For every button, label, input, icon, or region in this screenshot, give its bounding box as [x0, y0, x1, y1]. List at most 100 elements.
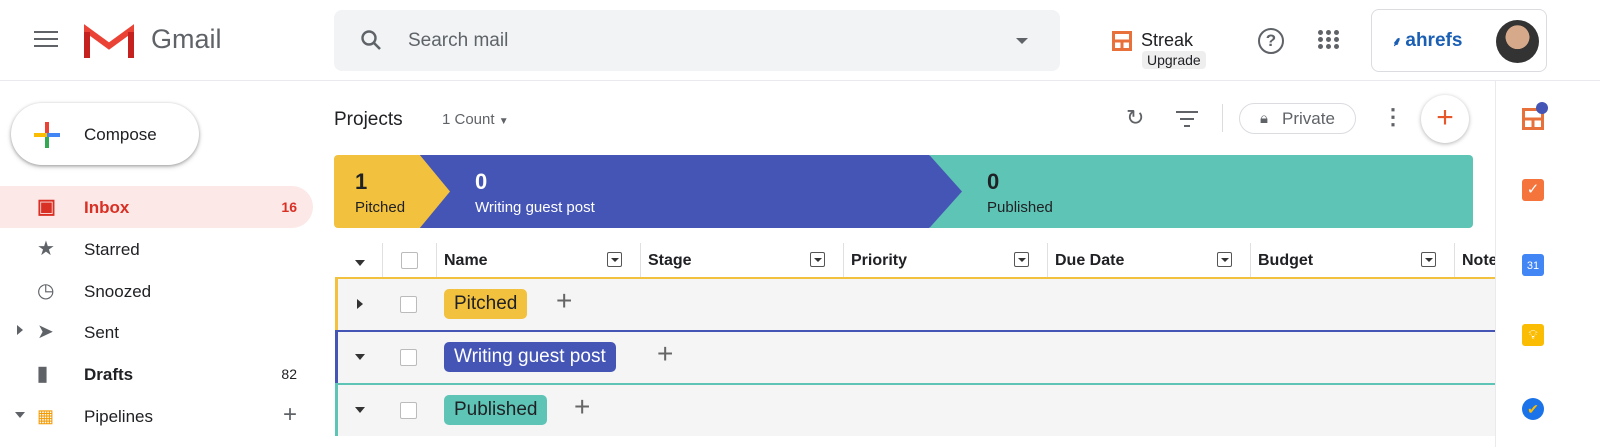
- streak-label[interactable]: Streak: [1141, 30, 1194, 50]
- draft-icon: ▮: [37, 363, 49, 385]
- add-box-plus-icon[interactable]: +: [657, 338, 674, 369]
- collapse-arrow-icon[interactable]: [15, 412, 25, 418]
- expand-arrow-icon[interactable]: [357, 299, 363, 309]
- group-row-published[interactable]: Published +: [335, 383, 1495, 436]
- page-title: Projects: [334, 109, 403, 130]
- compose-plus-icon: [34, 122, 60, 148]
- expand-arrow-icon[interactable]: [17, 325, 23, 335]
- column-header-budget[interactable]: Budget: [1251, 243, 1455, 277]
- todo-icon[interactable]: ✔: [1522, 398, 1544, 420]
- private-button[interactable]: 🔒︎ Private: [1239, 103, 1356, 134]
- refresh-icon[interactable]: ↻: [1126, 105, 1145, 130]
- row-checkbox[interactable]: [400, 296, 417, 313]
- column-menu-icon[interactable]: [1014, 252, 1029, 267]
- stage-count: 1: [355, 169, 368, 194]
- header: Gmail Search mail Streak Upgrade ? ⸙ ahr…: [0, 0, 1600, 81]
- toolbar-divider: [1222, 104, 1223, 132]
- calendar-day: 31: [1526, 260, 1540, 272]
- select-all-column: [383, 243, 437, 277]
- stage-label: Published: [987, 199, 1053, 216]
- select-all-checkbox[interactable]: [401, 252, 418, 269]
- column-menu-icon[interactable]: [607, 252, 622, 267]
- column-header-priority[interactable]: Priority: [844, 243, 1048, 277]
- search-input[interactable]: Search mail: [334, 10, 1060, 71]
- column-label: Priority: [851, 252, 908, 269]
- more-options-icon[interactable]: ⋮: [1382, 104, 1404, 129]
- streak-icon[interactable]: [1112, 31, 1132, 51]
- star-icon: ★: [37, 238, 55, 260]
- count-label: 1 Count: [442, 111, 495, 128]
- notification-dot: [1536, 102, 1548, 114]
- column-menu-icon[interactable]: [1217, 252, 1232, 267]
- streak-icon[interactable]: [1522, 108, 1544, 130]
- help-icon[interactable]: ?: [1258, 28, 1284, 54]
- column-header-stage[interactable]: Stage: [641, 243, 844, 277]
- sidebar-item-inbox[interactable]: ▣ Inbox 16: [0, 186, 313, 228]
- column-label: Name: [444, 252, 488, 269]
- column-label: Budget: [1258, 252, 1314, 269]
- sidebar-item-label: Snoozed: [84, 282, 152, 301]
- compose-button[interactable]: Compose: [11, 103, 199, 165]
- private-label: Private: [1282, 109, 1335, 128]
- compose-label: Compose: [84, 125, 157, 144]
- account-button[interactable]: ⸙ ahrefs: [1371, 9, 1547, 72]
- tasks-icon[interactable]: ✓: [1522, 179, 1544, 201]
- gmail-logo-icon[interactable]: [84, 22, 134, 60]
- group-tag: Pitched: [444, 289, 528, 319]
- lock-icon: 🔒︎: [1260, 110, 1268, 127]
- avatar[interactable]: [1496, 20, 1539, 63]
- add-box-plus-icon[interactable]: +: [556, 285, 573, 316]
- apps-grid-icon[interactable]: [1318, 30, 1340, 49]
- sidebar-item-pipelines[interactable]: ▦ Pipelines +: [0, 395, 313, 437]
- sidebar-item-sent[interactable]: ➤Sent: [0, 311, 313, 353]
- collapse-all-toggle[interactable]: [335, 243, 383, 277]
- pipelines-icon: ▦: [37, 406, 55, 426]
- row-checkbox[interactable]: [400, 402, 417, 419]
- add-box-button[interactable]: +: [1421, 95, 1469, 143]
- group-tag: Writing guest post: [444, 342, 616, 372]
- inbox-icon: ▣: [37, 196, 56, 218]
- send-icon: ➤: [37, 321, 54, 343]
- sidebar-item-starred[interactable]: ★ Starred: [0, 228, 313, 270]
- right-side-panel: ✓ 31 💡︎ ✔: [1495, 81, 1600, 447]
- search-icon[interactable]: [359, 28, 383, 52]
- search-placeholder: Search mail: [408, 30, 509, 51]
- sidebar-item-count: 82: [281, 366, 297, 382]
- column-menu-icon[interactable]: [1421, 252, 1436, 267]
- sidebar-item-count: 16: [281, 199, 297, 215]
- collapse-arrow-icon[interactable]: [355, 354, 365, 360]
- filter-icon[interactable]: [1176, 111, 1198, 127]
- add-pipeline-button[interactable]: +: [282, 401, 297, 428]
- column-header-due-date[interactable]: Due Date: [1048, 243, 1251, 277]
- column-header-notes[interactable]: Notes: [1455, 243, 1495, 277]
- clock-icon: ◷: [37, 280, 55, 302]
- row-checkbox[interactable]: [400, 349, 417, 366]
- keep-icon[interactable]: 💡︎: [1522, 324, 1544, 346]
- sidebar-item-drafts[interactable]: ▮ Drafts 82: [0, 353, 313, 395]
- stage-label: Writing guest post: [475, 199, 595, 216]
- column-menu-icon[interactable]: [810, 252, 825, 267]
- sidebar-item-label: Inbox: [84, 198, 130, 217]
- main-menu-icon[interactable]: [34, 31, 58, 49]
- column-label: Stage: [648, 252, 692, 269]
- column-label: Due Date: [1055, 252, 1125, 269]
- sidebar-item-snoozed[interactable]: ◷ Snoozed: [0, 270, 313, 312]
- collapse-arrow-icon[interactable]: [355, 407, 365, 413]
- add-box-plus-icon[interactable]: +: [574, 391, 591, 422]
- brand-text: ahrefs: [1405, 30, 1463, 51]
- sidebar-item-label: Starred: [84, 240, 140, 259]
- stage-label: Pitched: [355, 199, 406, 216]
- upgrade-button[interactable]: Upgrade: [1142, 51, 1206, 69]
- sidebar-item-label: Drafts: [84, 365, 134, 384]
- group-row-pitched[interactable]: Pitched +: [335, 277, 1495, 330]
- column-label: Notes: [1462, 252, 1495, 269]
- column-header-name[interactable]: Name: [437, 243, 641, 277]
- stage-count: 0: [475, 169, 488, 194]
- sidebar-item-label: Pipelines: [84, 407, 153, 426]
- search-options-icon[interactable]: [1016, 38, 1028, 44]
- group-row-writing-guest-post[interactable]: Writing guest post +: [335, 330, 1495, 383]
- calendar-icon[interactable]: 31: [1522, 254, 1544, 276]
- count-dropdown[interactable]: 1 Count ▼: [442, 111, 509, 128]
